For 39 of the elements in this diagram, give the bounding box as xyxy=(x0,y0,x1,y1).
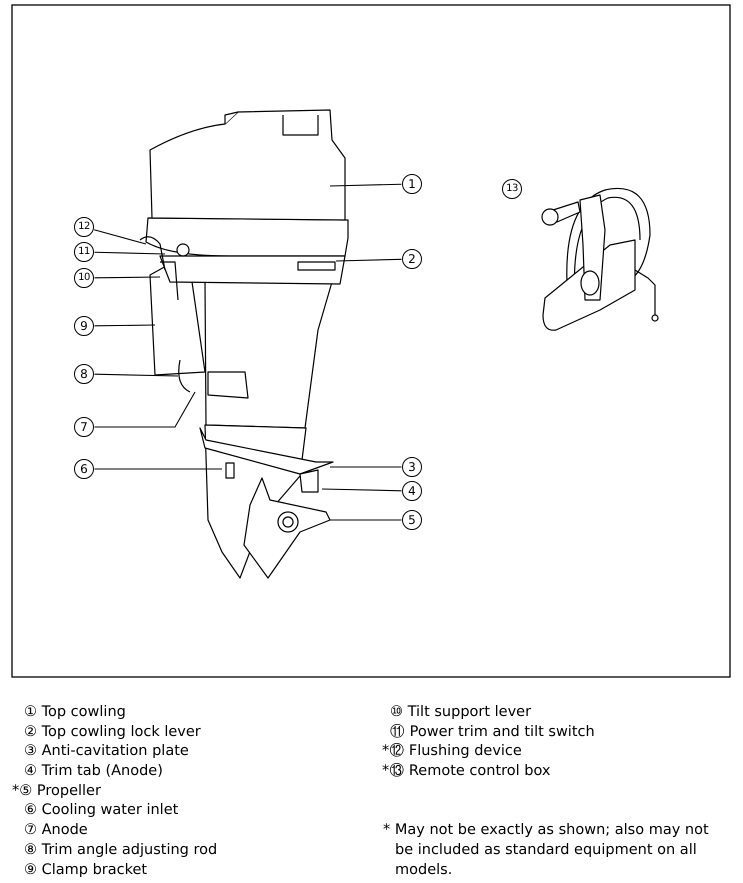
leader-line xyxy=(330,519,402,521)
callout-number: 2 xyxy=(402,249,422,269)
leader-line xyxy=(94,468,222,470)
callout-number: 10 xyxy=(74,268,94,288)
leader-line xyxy=(94,252,166,255)
part-name: ③ Anti-cavitation plate xyxy=(24,742,189,760)
leader-line xyxy=(330,184,402,187)
footnote: * May not be exactly as shown; also may not be included as standard equipment on all models. xyxy=(383,821,710,880)
part-name: ⑨ Clamp bracket xyxy=(24,861,148,879)
leader-line xyxy=(94,392,196,428)
callout-number: 4 xyxy=(402,481,422,501)
part-name: ⑥ Cooling water inlet xyxy=(24,801,178,819)
part-name: ② Top cowling lock lever xyxy=(24,723,201,741)
leader-line xyxy=(94,229,146,245)
part-name: ⑩ Tilt support lever xyxy=(390,703,532,721)
leader-line xyxy=(94,276,160,278)
part-name: *⑬ Remote control box xyxy=(382,762,550,780)
leader-line xyxy=(330,466,402,468)
callout-number: 7 xyxy=(74,417,94,437)
part-name: *⑫ Flushing device xyxy=(382,742,522,760)
callout-number: 6 xyxy=(74,459,94,479)
part-name: ① Top cowling xyxy=(24,703,126,721)
leader-line xyxy=(94,374,178,377)
part-name: ⑪ Power trim and tilt switch xyxy=(390,723,595,741)
part-name: ⑦ Anode xyxy=(24,821,88,839)
callout-number: 12 xyxy=(74,217,94,237)
leader-line xyxy=(322,488,402,492)
callout-number: 1 xyxy=(402,174,422,194)
part-name: ④ Trim tab (Anode) xyxy=(24,762,163,780)
callout-number: 11 xyxy=(74,242,94,262)
part-name: ⑧ Trim angle adjusting rod xyxy=(24,841,218,859)
callout-number: 3 xyxy=(402,457,422,477)
callout-number: 9 xyxy=(74,316,94,336)
callout-number: 8 xyxy=(74,364,94,384)
callout-number: 13 xyxy=(502,179,522,199)
leader-line xyxy=(94,324,155,326)
leader-line xyxy=(336,258,402,262)
callout-number: 5 xyxy=(402,510,422,530)
part-name: *⑤ Propeller xyxy=(12,782,101,800)
